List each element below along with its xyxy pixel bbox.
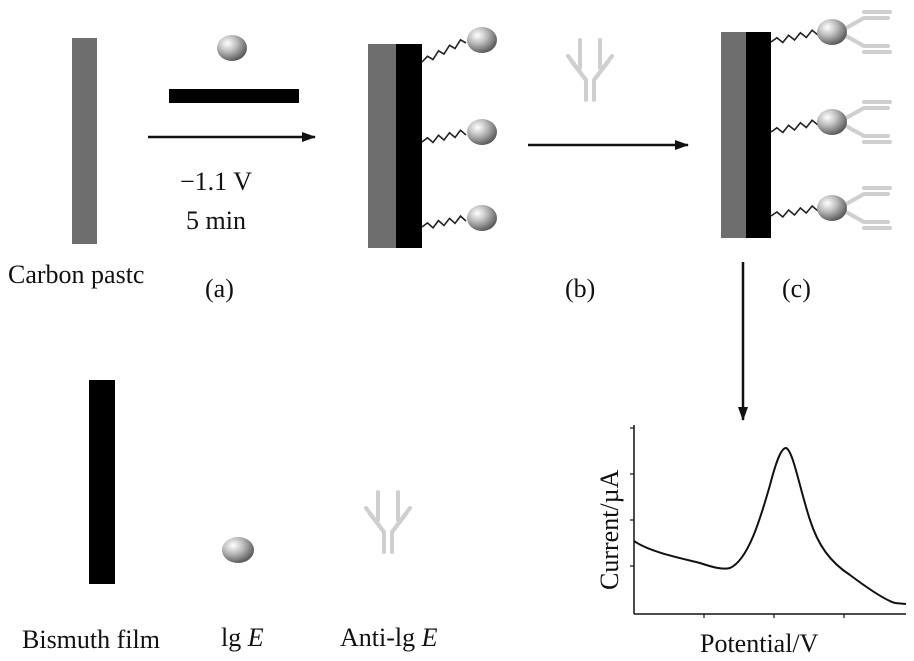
voltammogram-ticks: [630, 427, 845, 618]
bound-antibody-c-2: [844, 186, 892, 230]
ige-label: lg E: [221, 623, 264, 652]
bismuth-film-icon: [89, 380, 115, 584]
electrode-a: [368, 44, 422, 248]
linker-c-1: [770, 119, 819, 134]
bound-antibody-c-1: [844, 100, 892, 144]
bismuth-bar-icon: [169, 89, 299, 103]
voltammogram: Potential/V Current/µA: [595, 425, 907, 658]
step-b-label: (b): [565, 274, 595, 303]
ige-sphere-c-1: [817, 109, 847, 135]
ige-sphere-a-0: [467, 27, 497, 53]
linker-a-1: [421, 129, 467, 144]
step-c-label: (c): [782, 274, 811, 303]
step-a-label: (a): [205, 274, 234, 303]
electrode-c: [721, 32, 771, 238]
ige-sphere-icon: [217, 35, 247, 61]
linker-c-2: [770, 204, 819, 219]
ige-sphere-a-1: [467, 119, 497, 145]
ige-legend-icon: [222, 537, 254, 563]
anti-ige-top-shape: [566, 38, 614, 102]
voltammogram-curve: [633, 446, 907, 605]
voltammogram-ylabel: Current/µA: [595, 469, 624, 590]
anti-ige-antibody-icon: [566, 38, 614, 102]
tethered-ige-a: [421, 27, 497, 231]
anti-ige-legend-icon: [364, 490, 412, 554]
voltammogram-xlabel: Potential/V: [700, 629, 819, 658]
linker-c-0: [770, 29, 819, 44]
ige-sphere-a-2: [467, 205, 497, 231]
linker-a-0: [421, 38, 467, 63]
linker-a-2: [421, 214, 467, 229]
carbon-paste-label: Carbon pastc: [8, 260, 144, 289]
anti-ige-bottom-shape: [364, 490, 412, 554]
ige-sphere-c-0: [817, 19, 847, 45]
voltage-label: −1.1 V: [180, 167, 252, 196]
duration-label: 5 min: [186, 206, 246, 235]
ige-sphere-c-2: [817, 195, 847, 221]
bismuth-film-label: Bismuth film: [22, 625, 160, 654]
anti-ige-label: Anti-lg E: [340, 623, 438, 652]
bound-antibody-c-0: [844, 10, 892, 54]
tethered-ige-antibody-c: [770, 10, 892, 230]
carbon-paste-electrode: [72, 38, 97, 244]
